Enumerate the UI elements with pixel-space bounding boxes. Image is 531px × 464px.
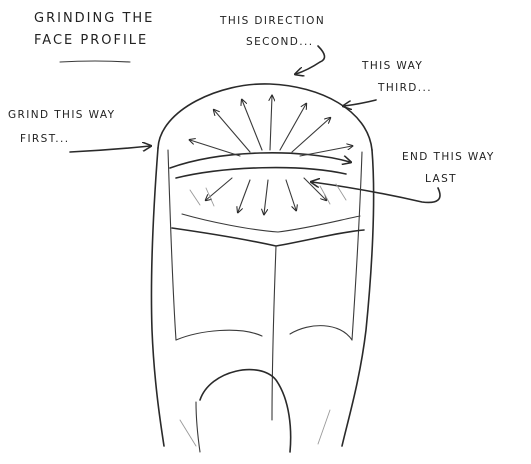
title-line-1: GRINDING THE bbox=[34, 11, 154, 26]
label-last-line-2: LAST bbox=[425, 173, 457, 185]
leader-last bbox=[312, 182, 440, 202]
label-last-line-1: END THIS WAY bbox=[402, 151, 495, 163]
title-line-2: FACE PROFILE bbox=[34, 33, 148, 48]
grinding-arrows bbox=[170, 96, 352, 214]
label-first-line-2: FIRST... bbox=[20, 133, 69, 145]
label-second-line-2: SECOND... bbox=[246, 36, 313, 48]
label-third-line-1: THIS WAY bbox=[361, 60, 423, 72]
leader-third bbox=[344, 100, 376, 106]
label-third-line-2: THIRD... bbox=[377, 82, 432, 94]
label-first-line-1: GRIND THIS WAY bbox=[8, 109, 115, 121]
title-underline bbox=[60, 61, 130, 62]
tool-outline bbox=[151, 84, 373, 452]
leader-second bbox=[296, 46, 325, 74]
leader-first bbox=[70, 146, 150, 152]
label-second-line-1: THIS DIRECTION bbox=[219, 15, 325, 27]
shading bbox=[180, 184, 346, 446]
